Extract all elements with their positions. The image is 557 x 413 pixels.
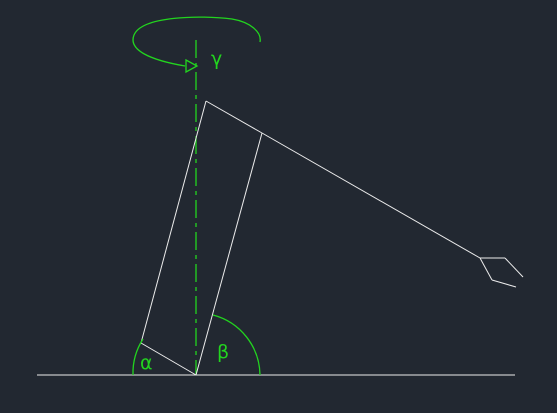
gripper-icon (479, 257, 524, 288)
alpha-arc (132, 338, 144, 376)
beta-arc (212, 314, 261, 376)
rotation-arrowhead-icon (185, 58, 199, 74)
beta-label: β (217, 341, 229, 363)
upper-arm (261, 132, 481, 259)
rotation-arc (132, 16, 261, 67)
lower-link (140, 100, 263, 376)
gamma-label: γ (211, 48, 222, 70)
alpha-label: α (140, 352, 153, 374)
